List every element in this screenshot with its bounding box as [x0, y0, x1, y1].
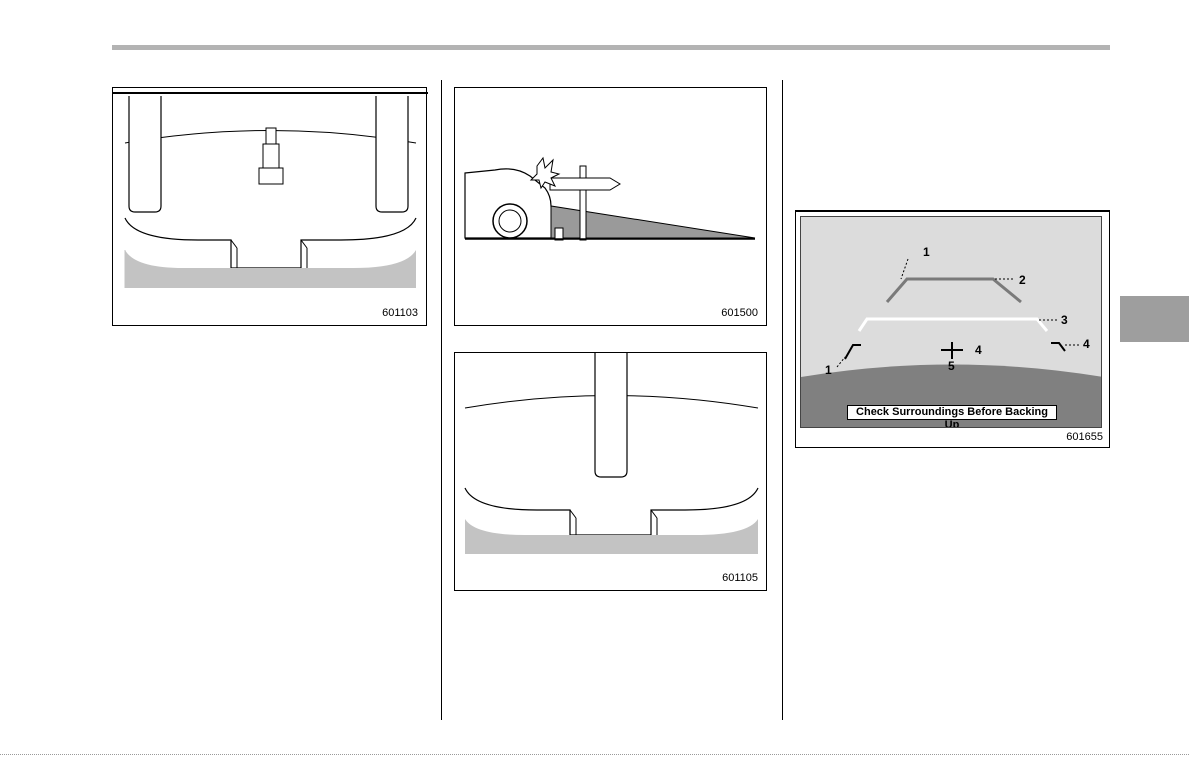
callout-1-left: 1	[825, 363, 832, 377]
callout-3: 3	[1061, 313, 1068, 327]
callout-4-center: 4	[975, 343, 982, 357]
callout-2: 2	[1019, 273, 1026, 287]
figure-601500: 601500	[454, 87, 767, 326]
callout-4-right: 4	[1083, 337, 1090, 351]
figure-code: 601655	[1066, 431, 1103, 443]
header-rule	[112, 45, 1110, 50]
figure-code: 601500	[721, 307, 758, 319]
figure-601105-illustration	[455, 353, 768, 592]
figure-601103: 601103	[112, 87, 427, 326]
callout-5: 5	[948, 359, 955, 373]
figure-601103-illustration	[113, 88, 428, 327]
column-divider-1	[441, 80, 442, 720]
figure-code: 601105	[722, 572, 758, 584]
chapter-tab	[1120, 296, 1189, 342]
column-divider-2	[782, 80, 783, 720]
callout-1-top: 1	[923, 245, 930, 259]
figure-601655: 1 2 3 4 4 5 1 Check Surroundings Before …	[795, 210, 1110, 448]
camera-guidelines	[801, 217, 1102, 428]
figure-601105: 601105	[454, 352, 767, 591]
rear-camera-screen: 1 2 3 4 4 5 1 Check Surroundings Before …	[800, 216, 1102, 428]
figure-code: 601103	[382, 307, 418, 319]
camera-warning-message: Check Surroundings Before Backing Up	[847, 405, 1057, 420]
figure-601500-illustration	[455, 88, 768, 327]
page-bottom-dotted-line	[0, 754, 1189, 755]
